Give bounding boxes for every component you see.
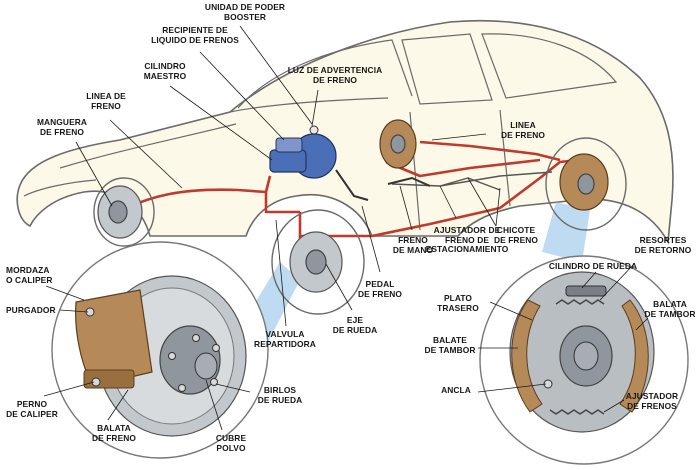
caliper-bolt [91,377,101,387]
label-proportioning-valve: VALVULA REPARTIDORA [254,329,316,349]
front-right-rotor [271,209,365,315]
label-parking-adjuster: AJUSTADOR DE FRENO DE ESTACIONAMIENTO [425,225,509,255]
hood-line [59,123,237,169]
callout-line [581,271,597,289]
callout-line [477,383,547,393]
callout-line [431,133,487,141]
adjuster-spring [549,409,605,415]
callout-line [599,263,635,301]
callout-line [169,85,273,161]
callout-line [439,185,457,219]
label-wheel-studs: BIRLOS DE RUEDA [257,385,303,405]
master-cylinder-booster [269,125,369,201]
label-caliper-bolt: PERNO DE CALIPER [6,399,58,419]
label-dust-cap: CUBRE POLVO [215,433,247,453]
label-warning-light: LUZ DE ADVERTENCIA DE FRENO [287,65,383,85]
door-line-rear [499,109,511,207]
wheel-stud [210,378,218,386]
callout-line [489,301,533,321]
brake-shoe-right [619,299,649,413]
roof-line [229,97,389,113]
label-brake-pedal: PEDAL DE FRENO [357,279,403,299]
callout-line [199,51,285,141]
label-bleeder: PURGADOR [6,305,56,315]
label-anchor: ANCLA [441,385,471,395]
callout-line [239,25,313,125]
front-right-hub [305,249,327,275]
zoom-beam-rear [542,202,590,262]
label-brake-cable: CHICOTE DE FRENO [493,225,539,245]
front-left-hub [108,200,128,224]
callout-line [275,219,287,327]
callout-line [43,381,95,397]
brake-shoe-left [511,299,543,413]
callout-line [399,185,413,231]
hand-brake-lever [387,176,431,187]
drum-hub-center [573,341,599,371]
label-reservoir: RECIPIENTE DE LIQUIDO DE FRENOS [151,25,239,45]
callout-line [635,317,649,331]
callout-line [215,383,251,393]
front-left-rotor [93,177,155,247]
brake-line-rear-2 [385,158,541,178]
rear-drum-left [379,119,417,169]
callout-line [495,187,501,227]
label-brake-pad: BALATA DE FRENO [91,423,137,443]
fluid-reservoir [275,137,303,153]
callout-line [603,399,625,413]
rear-window [481,33,618,99]
rear-left-drum-hub [390,134,406,154]
wheel-studs [168,334,220,392]
callout-line [107,389,129,421]
label-brake-hose: MANGUERA DE FRENO [36,117,88,137]
label-master-cylinder: CILINDRO MAESTRO [143,61,187,81]
label-wheel-axle: EJE DE RUEDA [332,315,378,335]
label-drum-shoe-right: BALATA DE TAMBOR [644,299,696,319]
bumper-line [23,179,97,197]
label-brake-line-front: LINEA DE FRENO [86,91,126,111]
wheel-stud [192,334,200,342]
callout-line [59,309,89,313]
label-return-springs: RESORTES DE RETORNO [634,235,692,255]
callout-line [361,205,381,273]
rear-right-drum-hub [577,173,595,195]
callout-line [109,119,183,189]
callout-line [75,141,113,207]
label-backing-plate: PLATO TRASERO [437,293,479,313]
caliper-bracket [83,369,135,389]
drum-brake-inset [479,255,689,465]
label-brake-adjuster: AJUSTADOR DE FRENOS [625,391,679,411]
callout-line [45,285,85,301]
label-drum-shoe-left: BALATE DE TAMBOR [424,335,476,355]
label-wheel-cylinder: CILINDRO DE RUEDA [548,261,638,271]
callout-line [325,263,353,311]
rear-drum-right [545,137,627,231]
brake-pedal-arm [335,169,369,201]
wheel-stud [212,344,220,352]
wheel-stud [168,352,176,360]
dust-cap [194,352,218,380]
callout-line [205,379,223,431]
label-brake-line-rear: LINEA DE FRENO [500,120,546,140]
brake-line-rear [419,140,561,162]
wheel-cylinder [565,285,607,297]
label-caliper: MORDAZA O CALIPER [6,265,53,285]
callout-line [467,177,497,227]
front-window [401,33,493,105]
callout-line [311,89,319,127]
master-cylinder [269,149,307,173]
wheel-stud [178,384,186,392]
warning-light [309,125,319,135]
rear-right-tire [545,137,627,231]
front-right-tire [271,209,365,315]
front-left-tire [93,177,155,247]
brake-line-main [264,158,579,240]
return-spring [555,299,605,305]
callout-lines [43,25,649,431]
label-booster: UNIDAD DE PODER BOOSTER [204,2,286,22]
windshield [237,39,413,109]
label-hand-brake: FRENO DE MANO [392,235,434,255]
